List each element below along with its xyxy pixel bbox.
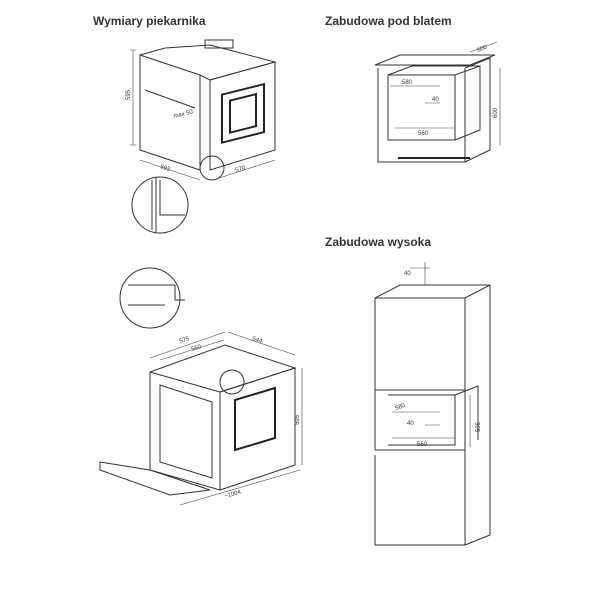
tall-height-label: 595 — [476, 421, 482, 432]
uc-depth-label: 580 — [402, 80, 413, 86]
tall-cabinet-drawing: 40 580 40 560 595 — [374, 262, 491, 546]
uc-width-label: 600 — [477, 44, 489, 54]
oven-max-gap-label: max 50 — [173, 109, 194, 120]
uc-height-label: 600 — [493, 107, 499, 118]
open-width-label: 575 — [179, 336, 191, 345]
tall-depth-label: 580 — [395, 403, 407, 412]
uc-gap-label: 40 — [432, 97, 439, 103]
uc-niche-width-label: 560 — [418, 131, 429, 137]
detail-circle — [131, 176, 189, 234]
title-oven-dimensions: Wymiary piekarnika — [93, 14, 206, 28]
title-under-counter: Zabudowa pod blatem — [325, 14, 452, 28]
oven-drawing: 595 max 50 592 570 — [126, 39, 277, 234]
oven-width-label: 592 — [159, 164, 171, 173]
open-inner-label: 560 — [191, 344, 203, 353]
oven-depth-label: 570 — [235, 165, 247, 174]
oven-height-label: 595 — [126, 89, 132, 100]
tall-gap-label: 40 — [407, 421, 414, 427]
oven-open-drawing: 575 560 544 595 ~1004 — [99, 267, 303, 506]
tall-niche-width-label: 560 — [417, 442, 428, 448]
open-height-label: 595 — [295, 414, 301, 425]
under-counter-drawing: 600 580 40 560 600 — [374, 41, 501, 163]
open-depth-label: 544 — [251, 336, 263, 345]
tall-top-gap-label: 40 — [404, 271, 411, 277]
title-tall-cabinet: Zabudowa wysoka — [325, 235, 432, 249]
open-depth-total-label: ~1004 — [224, 489, 242, 500]
